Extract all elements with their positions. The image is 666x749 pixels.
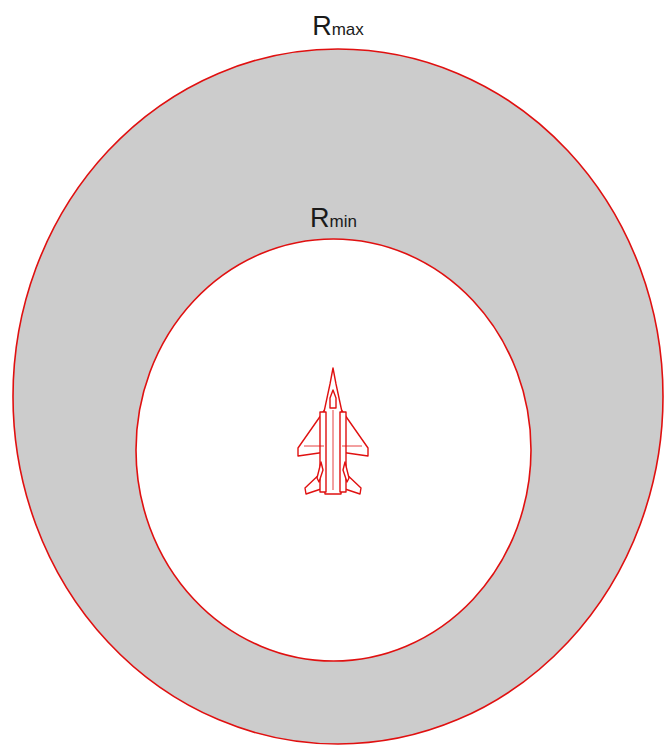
range-label: Rmin xyxy=(310,205,357,232)
range-label: Rmax xyxy=(312,13,364,40)
